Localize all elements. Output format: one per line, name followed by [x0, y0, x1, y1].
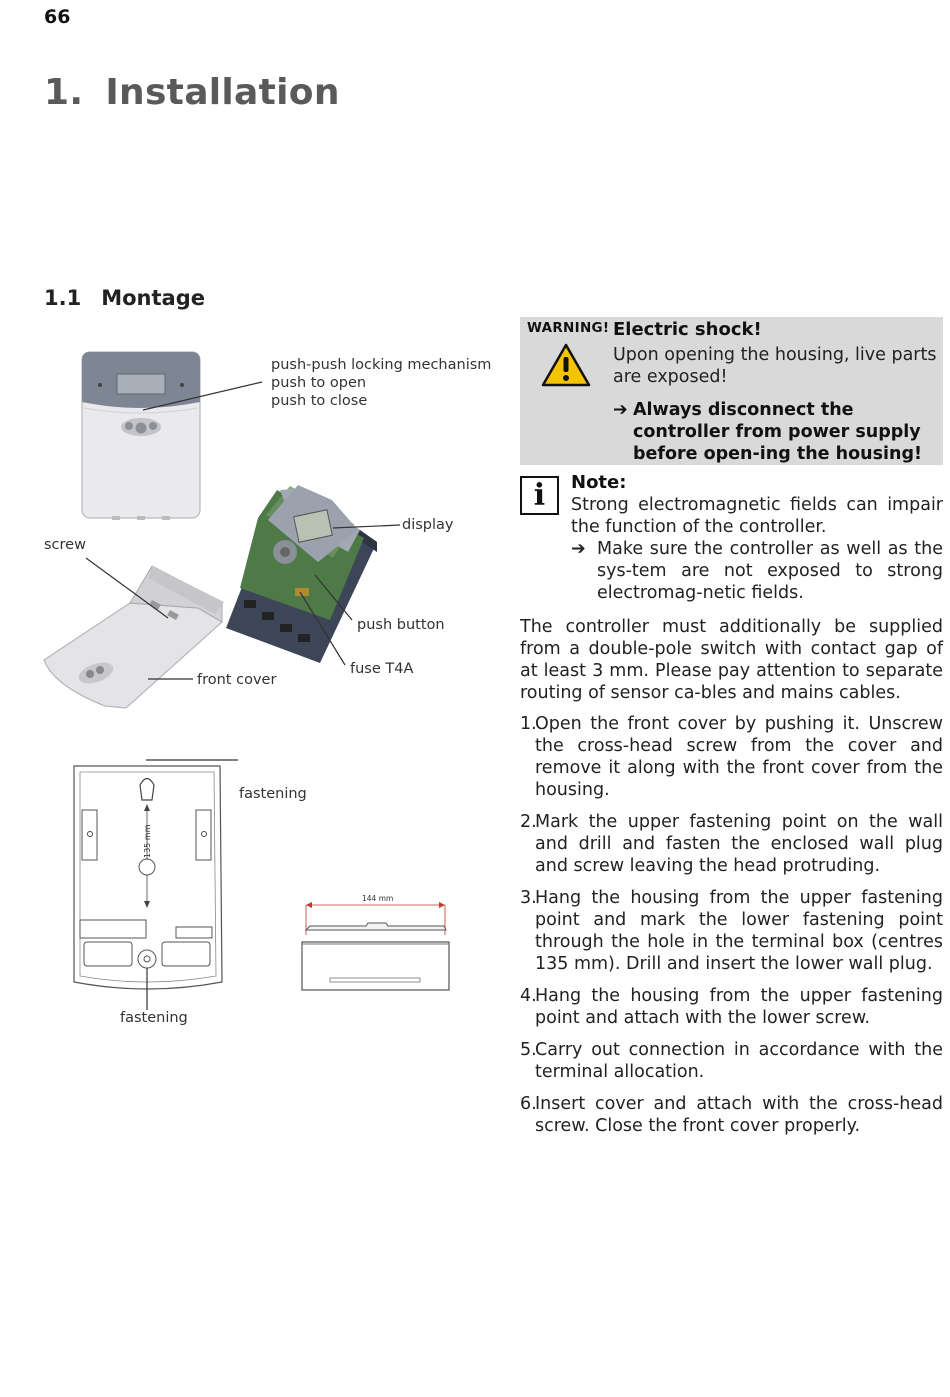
label-display: display	[402, 517, 454, 533]
step-text: Hang the housing from the upper fastenin…	[535, 986, 943, 1028]
warning-text: Upon opening the housing, live parts are…	[613, 345, 937, 387]
step-item: 4.Hang the housing from the upper fasten…	[520, 985, 943, 1029]
warning-triangle-icon	[541, 343, 591, 387]
warning-action: ➔ Always disconnect the controller from …	[613, 399, 938, 465]
label-fuse: fuse T4A	[350, 661, 414, 677]
arrow-right-icon: ➔	[613, 400, 628, 420]
step-text: Hang the housing from the upper fastenin…	[535, 888, 943, 974]
step-text: Carry out connection in accordance with …	[535, 1040, 943, 1082]
step-text: Mark the upper fastening point on the wa…	[535, 812, 943, 876]
step-number: 2.	[520, 812, 537, 832]
dimension-135mm: 135 mm	[143, 824, 152, 858]
note-title: Note:	[571, 472, 627, 493]
step-number: 4.	[520, 986, 537, 1006]
step-item: 3.Hang the housing from the upper fasten…	[520, 887, 943, 975]
step-number: 1.	[520, 714, 537, 734]
step-text: Insert cover and attach with the cross-h…	[535, 1094, 943, 1136]
warning-title: Electric shock!	[613, 319, 762, 340]
label-front-cover: front cover	[197, 672, 277, 688]
step-number: 6.	[520, 1094, 537, 1114]
step-item: 1.Open the front cover by pushing it. Un…	[520, 713, 943, 801]
warning-action-text: Always disconnect the controller from po…	[633, 400, 922, 464]
label-screw: screw	[44, 537, 86, 553]
note-text: Strong electromagnetic fields can impair…	[571, 495, 943, 537]
info-icon: i	[520, 476, 559, 515]
controller-back-view: 135 mm	[73, 759, 238, 1010]
note-action-text: Make sure the controller as well as the …	[597, 539, 943, 603]
label-push-to-open: push to open	[271, 375, 367, 391]
chapter-number: 1.	[44, 72, 84, 113]
step-item: 2.Mark the upper fastening point on the …	[520, 811, 943, 877]
front-cover-view	[43, 565, 224, 709]
dimension-144mm: 144 mm	[362, 894, 393, 903]
section-heading: 1.1 Montage	[44, 286, 205, 310]
note-action: ➔ Make sure the controller as well as th…	[571, 538, 943, 604]
chapter-heading: 1. Installation	[44, 72, 340, 113]
section-title: Montage	[101, 286, 205, 310]
controller-front-view	[81, 351, 201, 520]
step-number: 3.	[520, 888, 537, 908]
label-push-to-close: push to close	[271, 393, 368, 409]
controller-open-view	[226, 485, 377, 663]
step-item: 5.Carry out connection in accordance wit…	[520, 1039, 943, 1083]
warning-tag: WARNING!	[527, 320, 610, 336]
montage-figure: 135 mm 144 mm	[43, 351, 450, 1010]
warning-box: WARNING! Electric shock! Upon opening th…	[520, 317, 943, 465]
page-number: 66	[44, 6, 71, 28]
installation-steps: 1.Open the front cover by pushing it. Un…	[520, 713, 943, 1147]
section-number: 1.1	[44, 286, 82, 310]
label-locking-mechanism: push-push locking mechanism	[271, 357, 492, 373]
label-push-button: push button	[357, 617, 445, 633]
controller-side-view: 144 mm	[301, 894, 450, 991]
step-item: 6.Insert cover and attach with the cross…	[520, 1093, 943, 1137]
label-fastening-bottom: fastening	[120, 1010, 188, 1026]
body-paragraph: The controller must additionally be supp…	[520, 617, 943, 703]
step-number: 5.	[520, 1040, 537, 1060]
chapter-title: Installation	[105, 72, 340, 113]
arrow-right-icon: ➔	[571, 539, 586, 559]
label-fastening-top: fastening	[239, 786, 307, 802]
step-text: Open the front cover by pushing it. Unsc…	[535, 714, 943, 800]
